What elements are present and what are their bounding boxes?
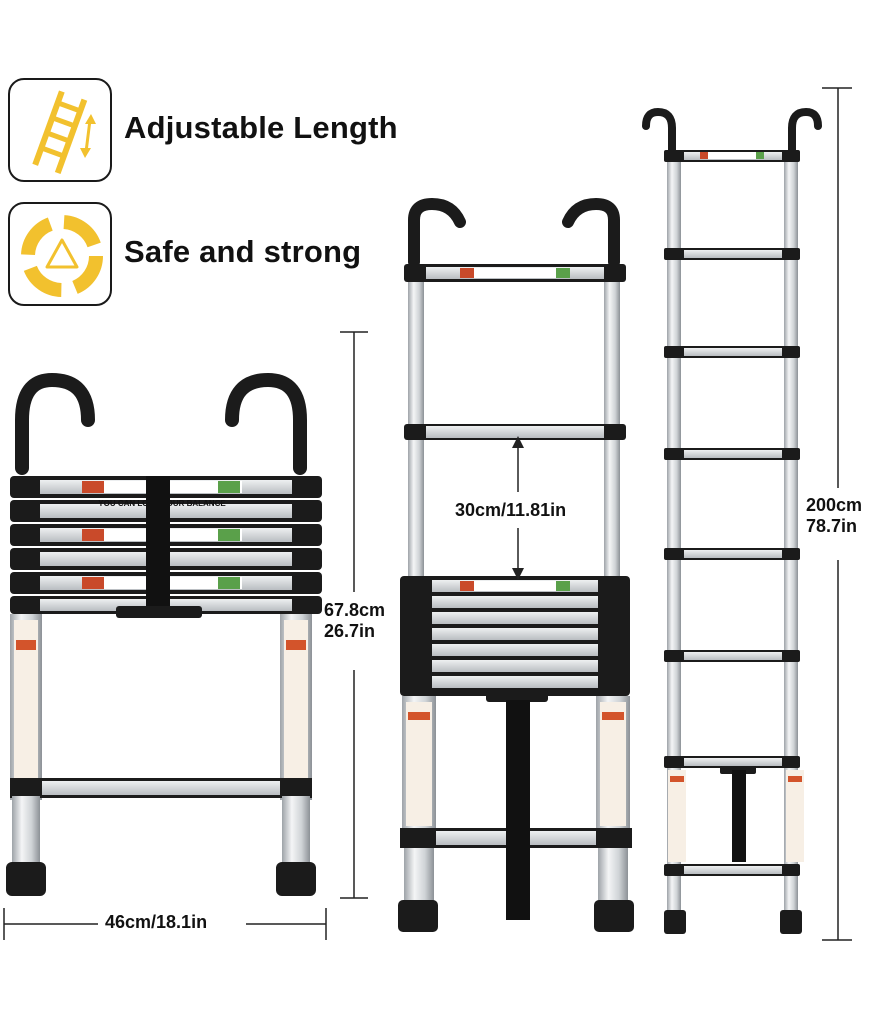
- extended-ladder: [642, 107, 822, 934]
- folded-height-cm: 67.8cm: [324, 600, 386, 620]
- safe-strong-label: Safe and strong: [124, 234, 362, 269]
- step-spacing-label: 30cm/11.81in: [455, 500, 567, 520]
- full-height-in: 78.7in: [806, 516, 858, 536]
- full-height-label: 200cm 78.7in: [806, 495, 862, 537]
- safety-triangle-icon: [21, 215, 103, 297]
- full-height-cm: 200cm: [806, 495, 863, 515]
- adjustable-length-label: Adjustable Length: [124, 110, 398, 145]
- folded-ladder: YOU CAN LOSE YOUR BALANCE: [6, 372, 322, 896]
- ladder-adjust-icon: [32, 90, 96, 175]
- partial-ladder: [398, 197, 634, 932]
- safe-strong-badge: [8, 202, 112, 306]
- adjustable-length-badge: [8, 78, 112, 182]
- width-label: 46cm/18.1in: [105, 912, 208, 932]
- folded-height-label: 67.8cm 26.7in: [324, 600, 385, 642]
- dimension-lines: [3, 87, 852, 941]
- folded-height-in: 26.7in: [324, 621, 376, 641]
